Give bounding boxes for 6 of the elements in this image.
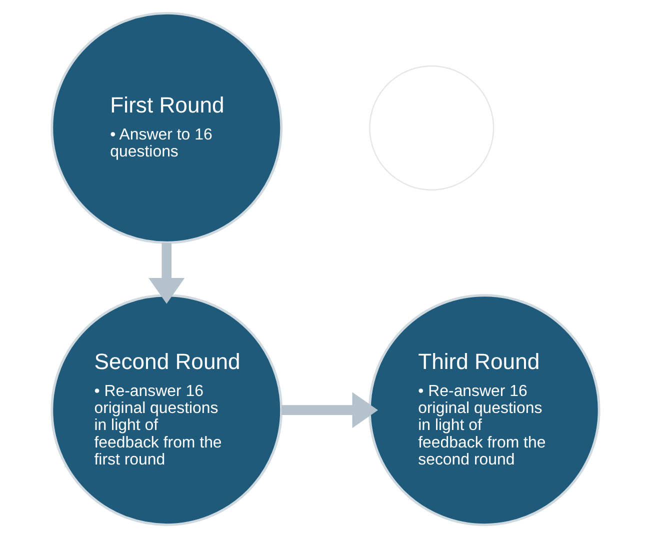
arrow [281, 392, 378, 428]
node-circle: Second Round • Re-answer 16 original questions in light of feedback from the first round [50, 294, 283, 526]
node-circle: Third Round • Re-answer 16 original questions in light of feedback from the second round [368, 294, 600, 526]
node-circle [369, 65, 494, 190]
arrow [148, 242, 185, 304]
node-circle: First Round • Answer to 16 questions [50, 12, 283, 244]
